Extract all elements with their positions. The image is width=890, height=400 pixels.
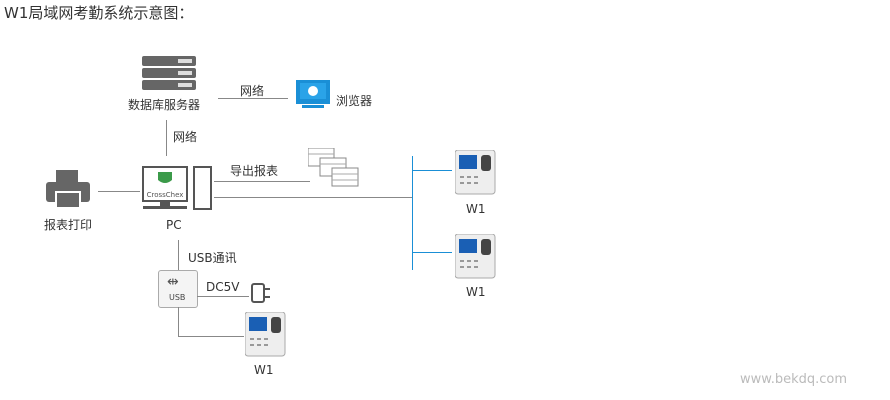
w1-label-3: W1 <box>254 363 274 377</box>
browser-label: 浏览器 <box>336 94 373 108</box>
diagram-title: W1局域网考勤系统示意图： <box>4 4 194 22</box>
svg-text:CrossChex: CrossChex <box>147 191 184 199</box>
w1-device-icon <box>455 150 496 195</box>
database-server-icon <box>142 56 196 90</box>
pc-icon: CrossChex <box>142 166 212 210</box>
watermark: www.bekdq.com <box>740 372 848 387</box>
dc5v-label: DC5V <box>206 280 240 294</box>
w1-device-icon <box>455 234 496 279</box>
export-report-label: 导出报表 <box>230 164 279 178</box>
printer-icon <box>46 170 90 209</box>
network-label-top: 网络 <box>240 84 265 98</box>
w1-label-2: W1 <box>466 285 486 299</box>
usb-text: USB <box>169 293 186 302</box>
usb-hub-icon: ⇹ USB <box>158 270 198 308</box>
usb-comm-label: USB通讯 <box>188 251 237 265</box>
browser-icon <box>296 80 330 108</box>
report-tables-icon <box>308 148 359 187</box>
w1-device-icon <box>245 312 286 357</box>
pc-label: PC <box>166 218 182 232</box>
network-label-side: 网络 <box>173 130 198 144</box>
printer-label: 报表打印 <box>44 218 93 232</box>
db-server-label: 数据库服务器 <box>128 98 201 112</box>
w1-label-1: W1 <box>466 202 486 216</box>
power-adapter-icon <box>251 283 270 303</box>
